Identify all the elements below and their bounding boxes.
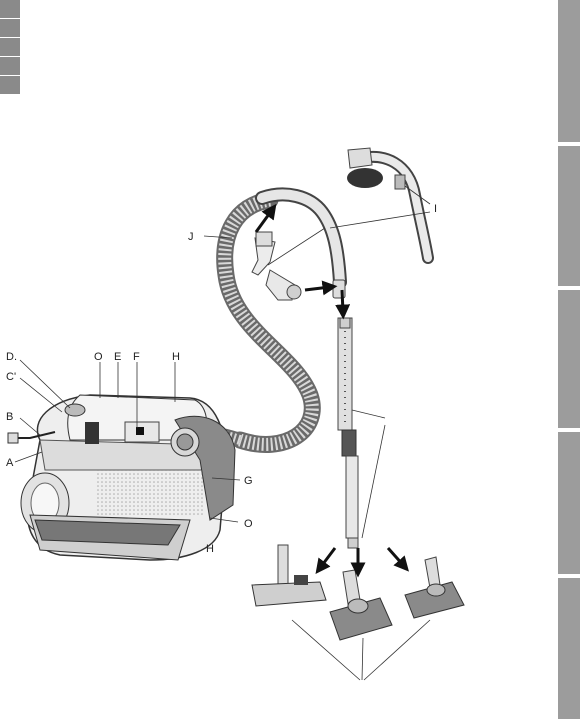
label-j: J [188, 231, 194, 243]
label-h-top: H [172, 351, 180, 363]
label-o-top: O [94, 351, 103, 363]
turbo-nozzle [405, 557, 464, 618]
label-d: D. [6, 351, 17, 363]
accessory-holder [347, 148, 428, 258]
label-e: E [114, 351, 121, 363]
combination-nozzle [330, 570, 392, 640]
label-c: C' [6, 371, 16, 383]
telescopic-tube [338, 318, 358, 548]
label-h-bottom: H [206, 543, 214, 555]
arrows [256, 210, 404, 570]
label-g: G [244, 475, 253, 487]
label-o-bottom: O [244, 518, 253, 530]
parquet-nozzle [252, 545, 326, 606]
label-a: A [6, 457, 14, 469]
vacuum-body [8, 395, 235, 560]
crevice-nozzle [252, 232, 275, 275]
label-i: I [434, 203, 437, 215]
label-f: F [133, 351, 140, 363]
dusting-brush [266, 270, 301, 300]
label-b: B [6, 411, 13, 423]
